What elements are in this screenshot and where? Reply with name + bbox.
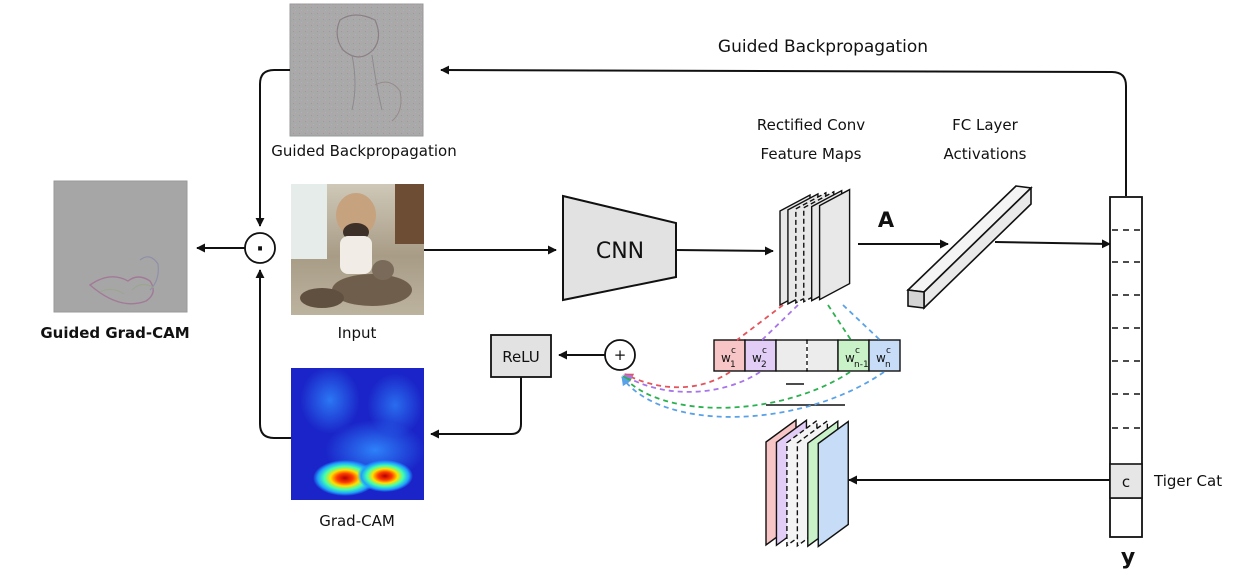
map-to-w2-dashed [761,304,799,341]
sum-symbol: + [614,346,627,364]
relu-to-gradcam-arrow [430,377,522,439]
w2-to-sum-dashed [623,371,761,393]
rectified-feature-maps [779,188,851,307]
gradcam-to-dot-arrow [255,269,291,439]
weight-index-subscript: n [885,360,891,370]
cnn-block: CNN [562,194,677,302]
feature-maps-symbol: A [878,208,895,232]
output-symbol: y [1121,545,1135,570]
weight-index-subscript: 1 [730,360,736,370]
guided-gradcam-image [53,180,188,313]
cnn-label: CNN [596,239,644,264]
input-image [291,184,424,315]
guided-backprop-to-dot-arrow [255,69,290,227]
weight-class-superscript: c [762,346,767,356]
conv-maps-label-line2: Feature Maps [761,145,862,163]
feature-map-sheet [818,188,851,301]
weight-label: w [845,351,855,365]
fc-to-output-arrow [994,239,1111,249]
guided-gradcam-caption: Guided Grad-CAM [40,324,189,342]
relu-block: ReLU [490,334,552,378]
weight-cell [837,339,870,372]
weight-label: w [876,351,886,365]
gradient-feature-maps [765,418,849,548]
fc-layer-bar [906,185,1033,310]
wn-to-sum-dashed [621,371,885,418]
class-name-label: Tiger Cat [1153,472,1222,490]
conv-maps-label-line1: Rectified Conv [757,116,865,134]
weight-cell [868,339,901,372]
weight-cell [713,339,746,372]
top-guided-backprop-label: Guided Backpropagation [718,37,928,57]
fc-label-line1: FC Layer [952,116,1019,134]
output-vector: c [1109,196,1143,538]
input-caption: Input [338,324,377,342]
map-to-wn1-dashed [827,304,852,341]
gradient-map-sheet [817,420,849,548]
gradcam-heatmap [291,366,425,500]
weight-label: w [752,351,762,365]
class-cell-label: c [1122,473,1130,491]
guided-backprop-image [289,3,424,137]
weight-index-subscript: 2 [761,360,767,370]
product-node: · [244,232,276,264]
guided-backprop-caption: Guided Backpropagation [271,142,456,160]
weight-label: w [721,351,731,365]
weight-gap-cell [806,339,839,372]
weight-class-superscript: c [731,346,736,356]
weight-cell [744,339,777,372]
gradcam-caption: Grad-CAM [319,512,395,530]
guided-backprop-return-arrow [440,65,1127,196]
weight-gap-cell [775,339,808,372]
weight-index-subscript: n-1 [854,360,869,370]
cnn-to-feature-maps-arrow [675,246,774,256]
weight-class-superscript: c [855,346,860,356]
w1-to-sum-dashed [624,371,731,389]
fc-label-line2: Activations [944,145,1027,163]
dot-symbol: · [256,237,264,262]
map-to-w1-dashed [736,304,784,341]
wn1-to-sum-dashed [622,371,851,409]
weight-class-superscript: c [886,346,891,356]
sum-node: + [604,339,636,371]
relu-label: ReLU [502,348,540,366]
